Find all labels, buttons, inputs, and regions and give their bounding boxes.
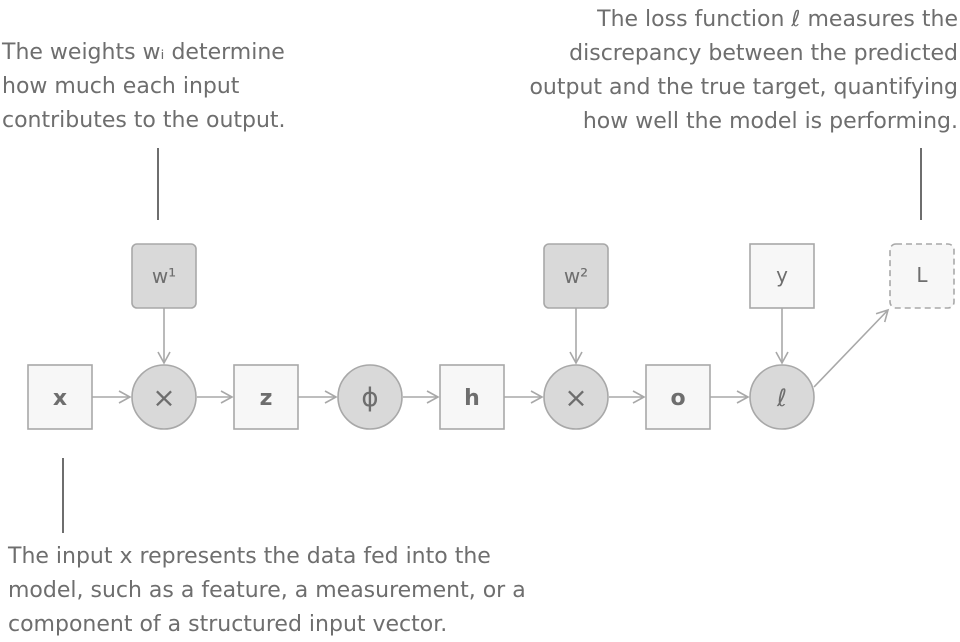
node-z: z <box>233 364 299 430</box>
node-w1-label: w¹ <box>152 264 176 288</box>
node-y: y <box>749 243 815 309</box>
node-w2-label: w² <box>564 264 588 288</box>
node-o: o <box>645 364 711 430</box>
node-h-label: h <box>464 386 480 411</box>
loss-annotation-line: output and the true target, quantifying <box>529 75 958 100</box>
edge-loss-to-L <box>813 308 890 388</box>
weights-annotation-line: The weights wᵢ determine <box>2 40 285 65</box>
node-w1: w¹ <box>131 243 197 309</box>
node-x: x <box>27 364 93 430</box>
multiply-1-icon: × <box>152 381 175 414</box>
graph-edges <box>92 308 890 404</box>
node-w2: w² <box>543 243 609 309</box>
node-h: h <box>439 364 505 430</box>
node-y-label: y <box>776 263 788 287</box>
node-L-label: L <box>916 263 928 287</box>
loss-annotation: The loss function ℓ measures the discrep… <box>529 3 958 139</box>
node-x-label: x <box>53 386 67 411</box>
node-L: L <box>889 243 955 309</box>
node-multiply-2: × <box>543 364 609 430</box>
loss-icon: ℓ <box>776 384 787 412</box>
weights-annotation-line: how much each input <box>2 74 240 99</box>
loss-annotation-line: The loss function ℓ measures the <box>597 7 958 32</box>
node-loss: ℓ <box>749 364 815 430</box>
input-annotation-line: The input x represents the data fed into… <box>8 544 491 569</box>
weights-annotation-line: contributes to the output. <box>2 108 286 133</box>
input-annotation: The input x represents the data fed into… <box>8 540 526 642</box>
node-o-label: o <box>670 386 685 411</box>
loss-annotation-line: how well the model is performing. <box>582 109 958 134</box>
node-phi: ϕ <box>337 364 403 430</box>
node-multiply-1: × <box>131 364 197 430</box>
input-annotation-line: model, such as a feature, a measurement,… <box>8 578 526 603</box>
loss-annotation-line: discrepancy between the predicted <box>569 41 958 66</box>
phi-icon: ϕ <box>361 383 378 413</box>
multiply-2-icon: × <box>564 381 587 414</box>
node-z-label: z <box>260 386 273 411</box>
input-annotation-line: component of a structured input vector. <box>8 612 448 637</box>
weights-annotation: The weights wᵢ determine how much each i… <box>2 36 286 138</box>
